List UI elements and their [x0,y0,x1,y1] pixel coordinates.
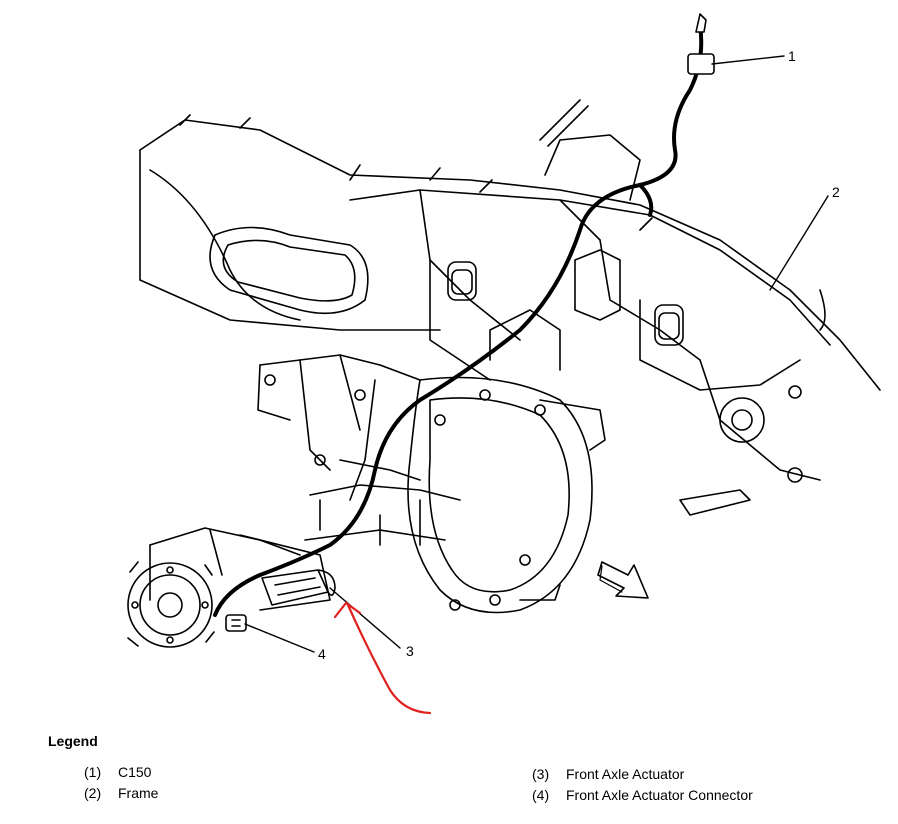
legend-item-label: Frame [118,785,159,801]
callout-leader-lines [244,55,829,653]
callout-1: 1 [788,48,796,64]
forward-direction-arrow [597,561,649,599]
legend-item-number: (4) [532,787,550,803]
front-axle-actuator-connector [225,614,247,632]
axle-hub [127,527,331,648]
legend-item: (3) Front Axle Actuator [532,766,684,782]
front-axle-diagram: 1 2 3 4 [127,13,881,715]
callout-3: 3 [406,643,414,659]
front-axle-actuator [261,569,336,606]
legend-item-label: Front Axle Actuator Connector [566,787,753,803]
legend-item-number: (3) [532,766,550,782]
differential-housing [257,354,606,614]
legend-item-label: Front Axle Actuator [566,766,685,782]
callout-4: 4 [318,646,326,662]
legend-title: Legend [48,733,98,749]
legend-item-number: (2) [84,785,102,801]
legend-item: (4) Front Axle Actuator Connector [532,787,753,803]
legend-item: (1) C150 [84,764,151,780]
callout-2: 2 [832,184,840,200]
legend-item: (2) Frame [84,785,158,801]
wiring-harness [213,23,704,617]
frame [139,99,881,516]
connector-c150 [687,13,715,75]
legend-item-label: C150 [118,764,152,780]
annotation-arrow [333,601,432,715]
legend-item-number: (1) [84,764,102,780]
